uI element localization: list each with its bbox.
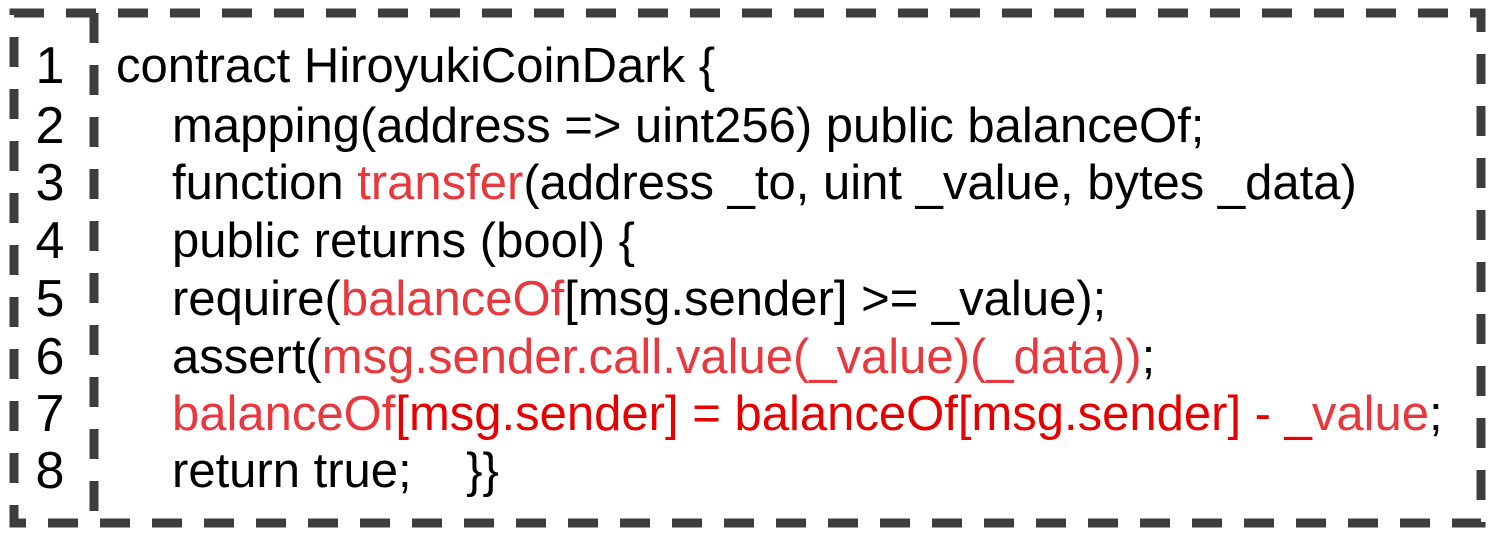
code-token: function <box>172 156 358 210</box>
line-number: 6 <box>35 328 65 386</box>
highlighted-token: msg.sender.call.value(_value)(_data)) <box>321 330 1142 384</box>
code-line-2: mapping(address => uint256) public balan… <box>172 99 1205 153</box>
line-number: 1 <box>35 37 65 95</box>
outer-dashed-border <box>9 8 1486 528</box>
highlighted-token: [msg.sender] = balanceOf[msg.sender] - _ <box>395 387 1312 441</box>
line-number: 4 <box>35 212 65 270</box>
highlighted-token: balanceOf <box>340 272 565 326</box>
code-line-4: public returns (bool) { <box>172 214 636 268</box>
line-number: 5 <box>35 270 65 328</box>
highlighted-token: value <box>1311 387 1429 441</box>
line-number: 7 <box>35 385 65 443</box>
code-token: assert( <box>172 330 322 384</box>
code-line-7: balanceOf[msg.sender] = balanceOf[msg.se… <box>172 384 1443 444</box>
code-token: require( <box>172 272 341 326</box>
highlighted-token: balanceOf <box>172 387 396 441</box>
code-line-1: contract HiroyukiCoinDark { <box>116 39 716 93</box>
line-number: 8 <box>35 442 65 500</box>
code-token: (address _to, uint _value, bytes _data) <box>523 156 1357 210</box>
line-number: 2 <box>35 97 65 155</box>
code-line-6: assert(msg.sender.call.value(_value)(_da… <box>172 327 1155 387</box>
code-token: ; <box>1429 387 1443 441</box>
line-number: 3 <box>35 154 65 212</box>
code-token: [msg.sender] >= _value); <box>564 272 1107 326</box>
code-token: ; <box>1141 330 1156 384</box>
code-line-5: require(balanceOf[msg.sender] >= _value)… <box>172 269 1106 329</box>
code-line-8: return true; }} <box>172 444 499 498</box>
code-line-3: function transfer(address _to, uint _val… <box>172 153 1357 213</box>
highlighted-token: transfer <box>357 156 524 210</box>
